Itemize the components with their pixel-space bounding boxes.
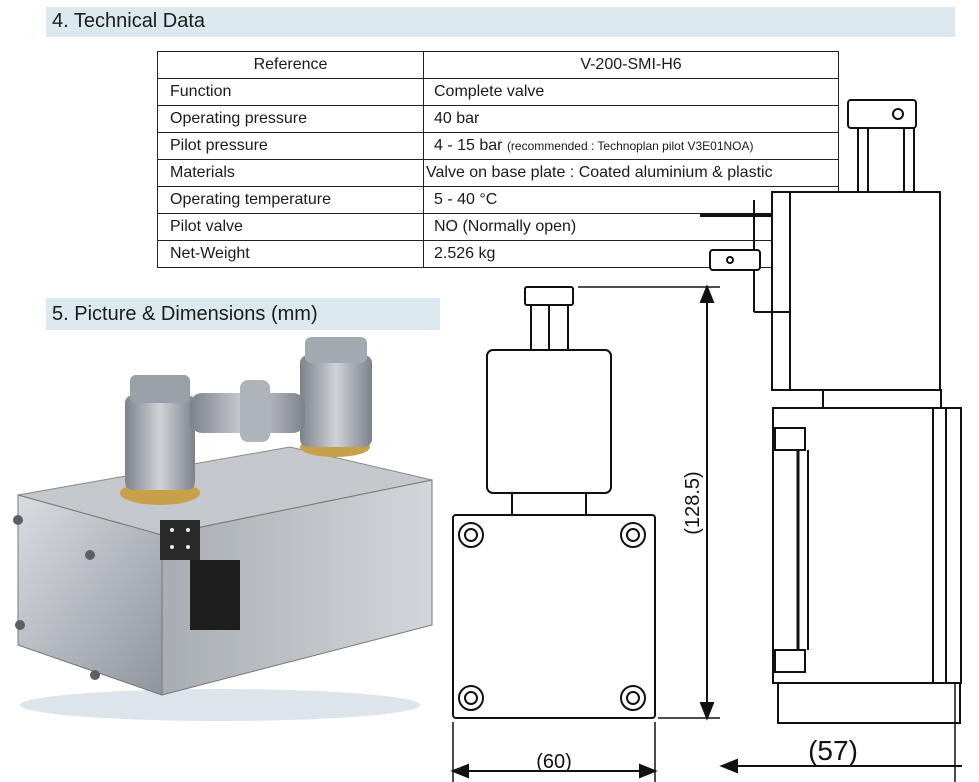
table-row: Pilot pressure 4 - 15 bar (recommended :… (157, 132, 839, 160)
row-label: Net-Weight (157, 240, 424, 268)
table-row: Materials Valve on base plate : Coated a… (157, 159, 839, 187)
front-width-dimension-line (450, 722, 658, 782)
header-value: V-200-SMI-H6 (423, 51, 839, 79)
row-value-cell: 4 - 15 bar (recommended : Technoplan pil… (423, 132, 839, 160)
table-row: Net-Weight 2.526 kg (157, 240, 839, 268)
height-dimension-line (578, 284, 720, 721)
front-view (452, 286, 656, 719)
technical-data-table: Reference V-200-SMI-H6 Function Complete… (157, 51, 839, 268)
row-note: (recommended : Technoplan pilot V3E01NOA… (506, 139, 754, 153)
row-label: Operating temperature (157, 186, 424, 214)
table-row: Pilot valve NO (Normally open) (157, 213, 839, 241)
row-label: Pilot pressure (157, 132, 424, 160)
row-label: Operating pressure (157, 105, 424, 133)
table-row: Operating temperature 5 - 40 °C (157, 186, 839, 214)
row-value: 4 - 15 bar (434, 137, 503, 154)
row-label: Pilot valve (157, 213, 424, 241)
table-header-row: Reference V-200-SMI-H6 (157, 51, 839, 79)
table-row: Operating pressure 40 bar (157, 105, 839, 133)
front-width-dimension-label: (60) (536, 751, 572, 773)
height-dimension-label: (128.5) (682, 471, 704, 534)
side-width-dimension-label: (57) (808, 735, 858, 766)
row-value: 40 bar (423, 105, 839, 133)
row-value: Valve on base plate : Coated aluminium &… (423, 159, 839, 187)
row-value: 5 - 40 °C (423, 186, 839, 214)
section-title-technical-data: 4. Technical Data (46, 7, 955, 37)
row-label: Materials (157, 159, 424, 187)
row-value: 2.526 kg (423, 240, 839, 268)
header-label: Reference (157, 51, 424, 79)
row-value: NO (Normally open) (423, 213, 839, 241)
row-label: Function (157, 78, 424, 106)
valve-photo (13, 337, 433, 721)
table-row: Function Complete valve (157, 78, 839, 106)
row-value: Complete valve (423, 78, 839, 106)
section-title-picture-dimensions: 5. Picture & Dimensions (mm) (46, 298, 440, 330)
